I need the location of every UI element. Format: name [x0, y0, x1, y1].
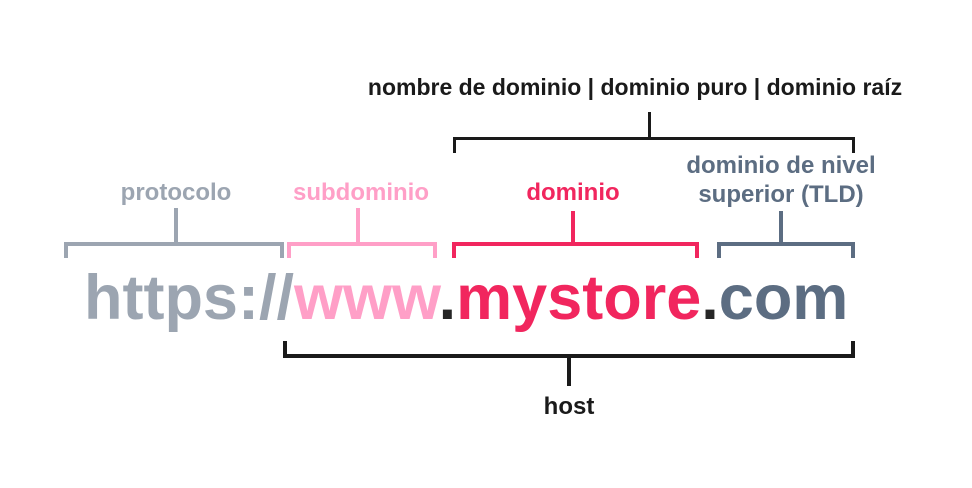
subdomain-label: subdominio — [293, 179, 429, 206]
subdomain-bracket — [287, 242, 437, 258]
domain-stem — [571, 211, 575, 242]
tld-stem — [779, 211, 783, 242]
host-label: host — [543, 393, 595, 420]
domain-name-aliases-label: nombre de dominio | dominio puro | domin… — [367, 74, 903, 100]
url-tld: com — [718, 263, 849, 333]
url-domain: mystore — [456, 263, 702, 333]
url-dot-1: . — [438, 263, 457, 333]
url-subdomain: www — [293, 263, 439, 333]
url-text: https://www.mystore.com — [84, 267, 848, 330]
tld-bracket — [717, 242, 855, 258]
host-stem — [567, 358, 571, 386]
domain-label: dominio — [526, 179, 620, 206]
tld-label: dominio de nivel superior (TLD) — [686, 152, 876, 208]
url-protocol: https:// — [84, 263, 294, 333]
protocol-label: protocolo — [120, 179, 232, 206]
domain-name-stem — [648, 112, 651, 138]
host-bracket — [283, 341, 855, 358]
url-dot-2: . — [701, 263, 719, 333]
domain-name-bracket — [453, 137, 855, 153]
domain-bracket — [452, 242, 699, 258]
subdomain-stem — [356, 208, 360, 242]
protocol-stem — [174, 208, 178, 242]
protocol-bracket — [64, 242, 284, 258]
